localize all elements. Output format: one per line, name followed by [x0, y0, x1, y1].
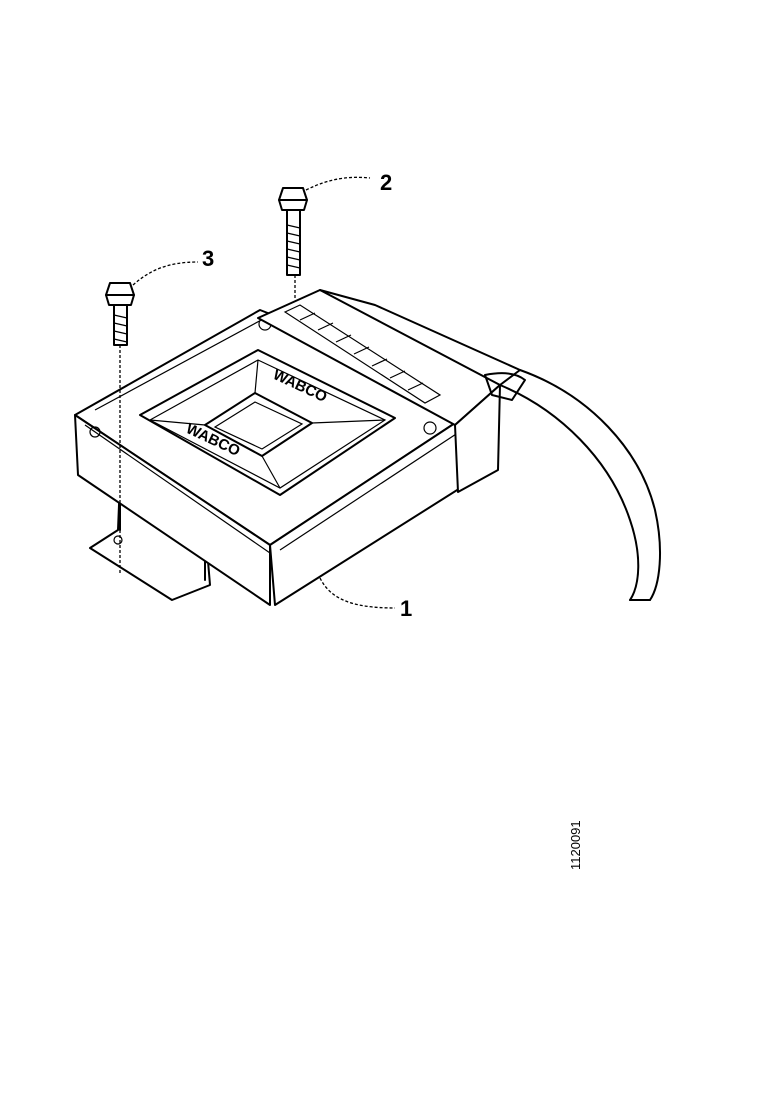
callout-3: 3 [202, 246, 214, 271]
callout-2: 2 [380, 170, 392, 195]
wiring-cable [499, 369, 662, 601]
bolt-2 [278, 176, 371, 300]
leader-line-1 [319, 577, 396, 609]
callout-1: 1 [400, 596, 412, 621]
bolt-3 [105, 261, 199, 575]
reference-code: 1120091 [568, 820, 583, 870]
cable-connector [257, 289, 526, 493]
